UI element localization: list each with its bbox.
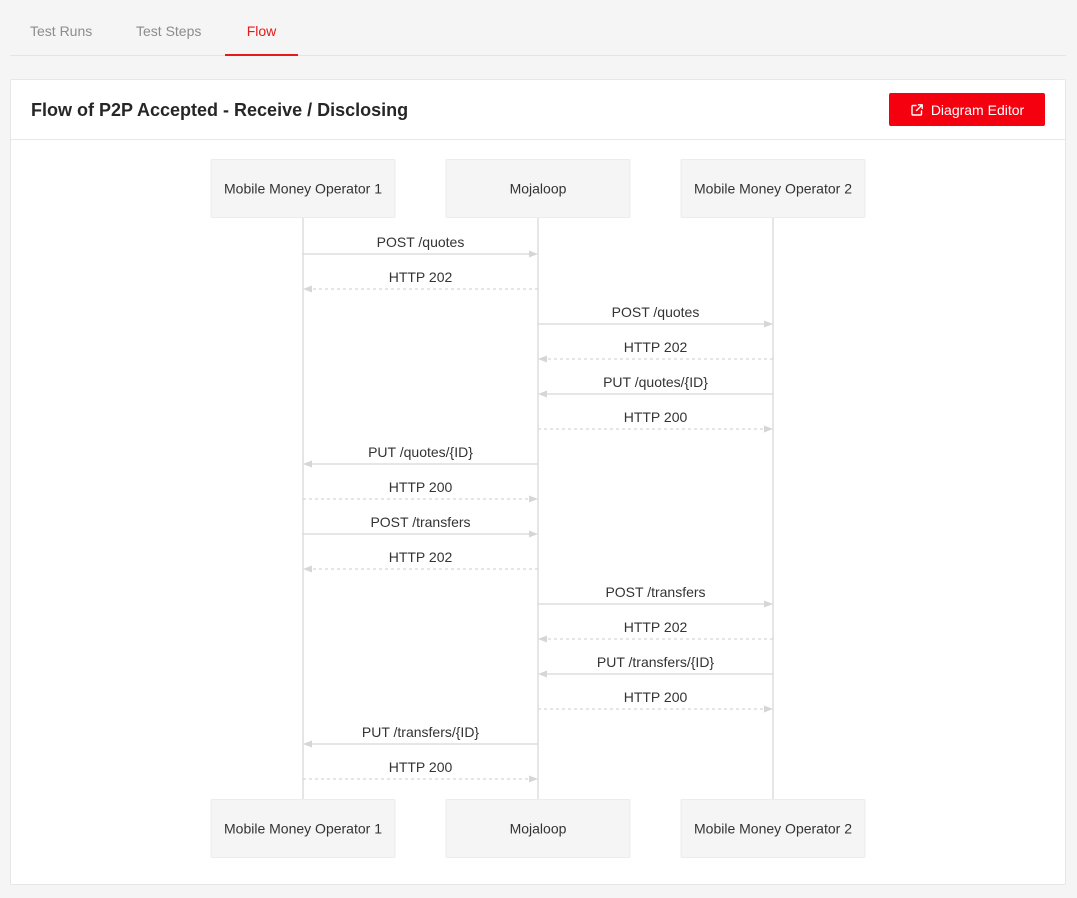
message-arrowhead — [764, 320, 773, 328]
message-arrowhead — [764, 425, 773, 433]
tab-bar: Test Runs Test Steps Flow — [10, 0, 1066, 56]
message-label: PUT /transfers/{ID} — [597, 654, 715, 670]
message-arrowhead — [538, 635, 547, 643]
participant-label-mmo2-bottom: Mobile Money Operator 2 — [694, 821, 852, 837]
external-link-icon — [911, 103, 923, 116]
message-arrowhead — [303, 460, 312, 468]
participant-label-mojaloop-bottom: Mojaloop — [510, 821, 567, 837]
message-label: POST /quotes — [612, 304, 700, 320]
message-arrowhead — [303, 740, 312, 748]
tab-test-steps[interactable]: Test Steps — [136, 23, 202, 39]
message-arrowhead — [538, 390, 547, 398]
message-arrowhead — [529, 530, 538, 538]
message-arrowhead — [529, 250, 538, 258]
diagram-editor-label: Diagram Editor — [930, 101, 1025, 118]
message-label: HTTP 202 — [389, 549, 453, 565]
participant-box-mojaloop-top — [445, 159, 631, 218]
message-arrowhead — [303, 565, 312, 573]
message-label: HTTP 200 — [624, 409, 688, 425]
diagram-editor-button[interactable]: Diagram Editor — [889, 93, 1045, 126]
card-title: Flow of P2P Accepted - Receive / Disclos… — [31, 100, 409, 120]
message-label: PUT /transfers/{ID} — [362, 724, 480, 740]
message-label: POST /quotes — [377, 234, 465, 250]
message-arrowhead — [538, 355, 547, 363]
participant-label-mojaloop-top: Mojaloop — [510, 181, 567, 197]
card-header: Flow of P2P Accepted - Receive / Disclos… — [11, 80, 1065, 140]
message-label: PUT /quotes/{ID} — [368, 444, 473, 460]
message-arrowhead — [303, 285, 312, 293]
message-arrowhead — [538, 670, 547, 678]
message-label: HTTP 202 — [624, 619, 688, 635]
message-arrowhead — [764, 705, 773, 713]
message-label: POST /transfers — [370, 514, 470, 530]
participant-label-mmo1-bottom: Mobile Money Operator 1 — [224, 821, 382, 837]
tab-flow[interactable]: Flow — [225, 0, 298, 56]
participant-box-mmo2-top — [680, 159, 866, 218]
participant-box-mmo2-bottom — [680, 799, 866, 858]
participant-label-mmo1-top: Mobile Money Operator 1 — [224, 181, 382, 197]
participant-label-mmo2-top: Mobile Money Operator 2 — [694, 181, 852, 197]
participant-box-mmo1-top — [210, 159, 396, 218]
message-arrowhead — [529, 495, 538, 503]
message-label: PUT /quotes/{ID} — [603, 374, 708, 390]
message-label: HTTP 200 — [389, 759, 453, 775]
tab-test-runs[interactable]: Test Runs — [30, 23, 93, 39]
message-arrowhead — [764, 600, 773, 608]
message-arrowhead — [529, 775, 538, 783]
participant-box-mmo1-bottom — [210, 799, 396, 858]
message-label: HTTP 202 — [389, 269, 453, 285]
message-label: HTTP 200 — [389, 479, 453, 495]
message-label: HTTP 200 — [624, 689, 688, 705]
message-label: HTTP 202 — [624, 339, 688, 355]
participant-box-mojaloop-bottom — [445, 799, 631, 858]
message-label: POST /transfers — [605, 584, 705, 600]
